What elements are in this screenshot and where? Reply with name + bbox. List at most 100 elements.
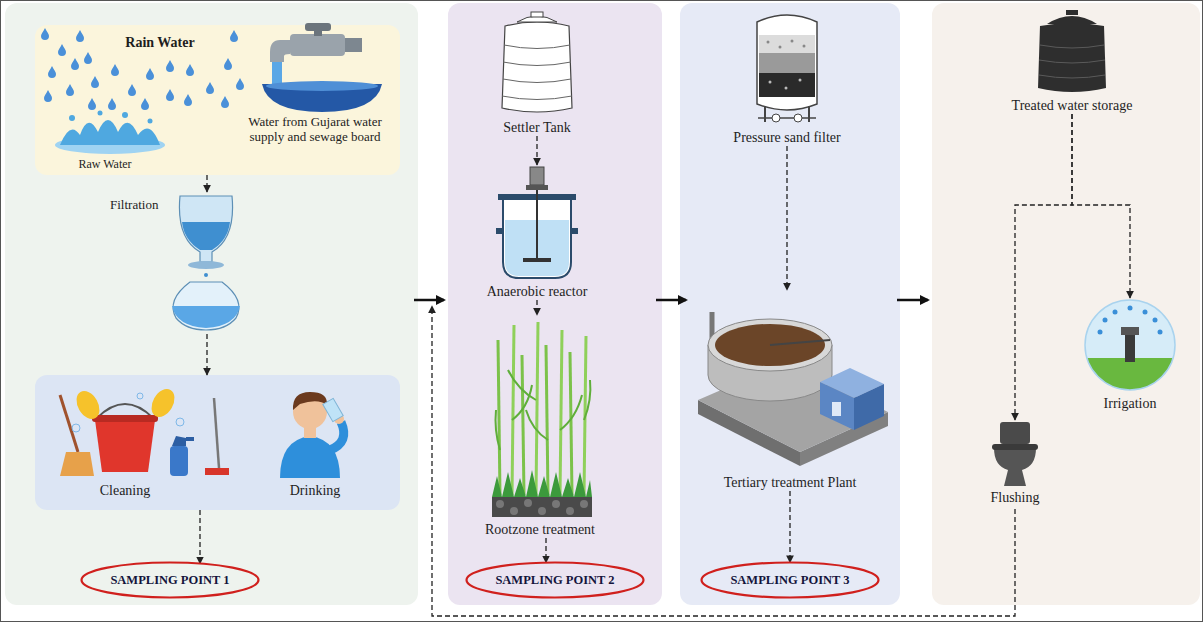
sampling-ellipse	[467, 563, 644, 598]
rootzone-icon	[492, 322, 592, 517]
water-splash	[148, 119, 153, 124]
sampling-ellipse	[702, 563, 879, 598]
cleaning-icon	[176, 418, 184, 426]
rain-drops	[88, 98, 96, 110]
water-tap	[270, 40, 290, 62]
toilet-icon	[1000, 422, 1030, 444]
rootzone-icon	[510, 507, 518, 515]
settler-tank-icon	[502, 96, 572, 100]
rain-drops	[84, 52, 92, 64]
treatment-step: Pressure sand filter	[712, 8, 862, 146]
water-tap	[305, 23, 331, 31]
toilet-icon	[994, 448, 1036, 486]
storage-tank-icon	[1040, 45, 1104, 48]
rain-drops	[91, 76, 99, 88]
rain-drops	[221, 96, 229, 108]
sand-filter-icon	[757, 15, 817, 110]
rootzone-icon	[524, 499, 532, 507]
sand-filter-icon	[769, 81, 772, 84]
rain-drops	[166, 89, 174, 101]
sand-filter-icon	[808, 106, 810, 122]
sand-filter-icon	[772, 114, 780, 122]
stage-panel	[448, 3, 662, 605]
stage-arrow	[656, 299, 686, 302]
rootzone-icon	[492, 497, 592, 517]
node-label: Water from Gujarat water supply and sewa…	[235, 115, 395, 145]
node-label: SAMPLING POINT 2	[495, 573, 614, 587]
node-label: Settler Tank	[503, 120, 571, 136]
water-splash	[55, 111, 165, 155]
treatment-step: Tertiary treatment Plant	[690, 290, 890, 491]
cleaning-icon	[214, 398, 219, 468]
settler-tank-icon	[503, 79, 571, 83]
settler-tank-icon	[531, 12, 543, 17]
sand-filter-icon	[791, 40, 794, 43]
rootzone-icon	[546, 345, 548, 495]
filtration-icon	[188, 261, 224, 269]
rain-drops	[236, 78, 244, 90]
node-label: SAMPLING POINT 1	[110, 573, 229, 587]
rain-drops	[146, 68, 154, 80]
irrigation-icon	[1084, 299, 1176, 392]
node-label: Drinking	[260, 483, 370, 499]
filtration-step: Filtration	[110, 192, 240, 334]
rootzone-icon	[512, 325, 514, 495]
flow-arrow	[1015, 114, 1072, 420]
node-label: SAMPLING POINT 3	[730, 573, 849, 587]
cleaning-icon	[72, 387, 104, 423]
flow-arrow	[789, 491, 790, 562]
filtration-icon	[204, 273, 208, 277]
settler-tank-icon	[502, 22, 572, 112]
node-label: Rain Water	[105, 35, 215, 51]
cleaning-icon	[137, 393, 143, 399]
flow-arrow	[1072, 114, 1130, 298]
irrigation-icon	[1128, 306, 1133, 311]
return-line	[432, 306, 1015, 616]
rain-drops	[44, 90, 52, 102]
return-line	[432, 306, 1015, 616]
water-splash	[122, 112, 128, 118]
flow-arrow	[199, 510, 200, 564]
node-label: Cleaning	[70, 483, 180, 499]
rain-drops	[41, 28, 49, 40]
irrigation-icon	[1143, 310, 1148, 315]
sampling-point: SAMPLING POINT 1	[80, 561, 260, 599]
stage-panel	[932, 3, 1200, 605]
tertiary-plant-icon	[708, 319, 832, 371]
box-fill	[35, 375, 400, 510]
filtration-icon	[182, 222, 230, 250]
flow-arrow	[545, 538, 546, 562]
rootzone-icon	[560, 395, 582, 430]
rootzone-icon	[538, 507, 546, 515]
rain-drops	[128, 84, 136, 96]
anaerobic-reactor-icon	[496, 167, 578, 278]
water-splash	[69, 115, 75, 121]
flow-arrow	[786, 146, 787, 290]
anaerobic-reactor-icon	[523, 258, 551, 262]
rootzone-icon	[526, 410, 548, 440]
water-tap	[262, 23, 382, 112]
treatment-step: Settler Tank	[472, 8, 602, 136]
cleaning-icon	[186, 437, 194, 441]
anaerobic-reactor-icon	[526, 185, 548, 190]
node-label: Treated water storage	[1012, 98, 1133, 114]
rootzone-icon	[566, 507, 574, 515]
rain-drops	[206, 82, 214, 94]
sand-filter-icon	[759, 35, 815, 53]
node-label: Tertiary treatment Plant	[724, 475, 857, 491]
sand-filter-icon	[758, 117, 816, 119]
rain-drops	[230, 30, 238, 42]
filtration-icon	[172, 196, 240, 330]
tertiary-plant-icon	[820, 382, 854, 430]
cleaning-icon	[92, 415, 158, 422]
anaerobic-reactor-icon	[571, 228, 578, 234]
rain-drops	[111, 64, 119, 76]
rain-drops	[58, 44, 66, 56]
flow-arrow	[206, 175, 207, 192]
treatment-step: Anaerobic reactor	[467, 165, 607, 300]
sand-filter-icon	[759, 73, 815, 97]
filtration-icon	[172, 306, 240, 328]
